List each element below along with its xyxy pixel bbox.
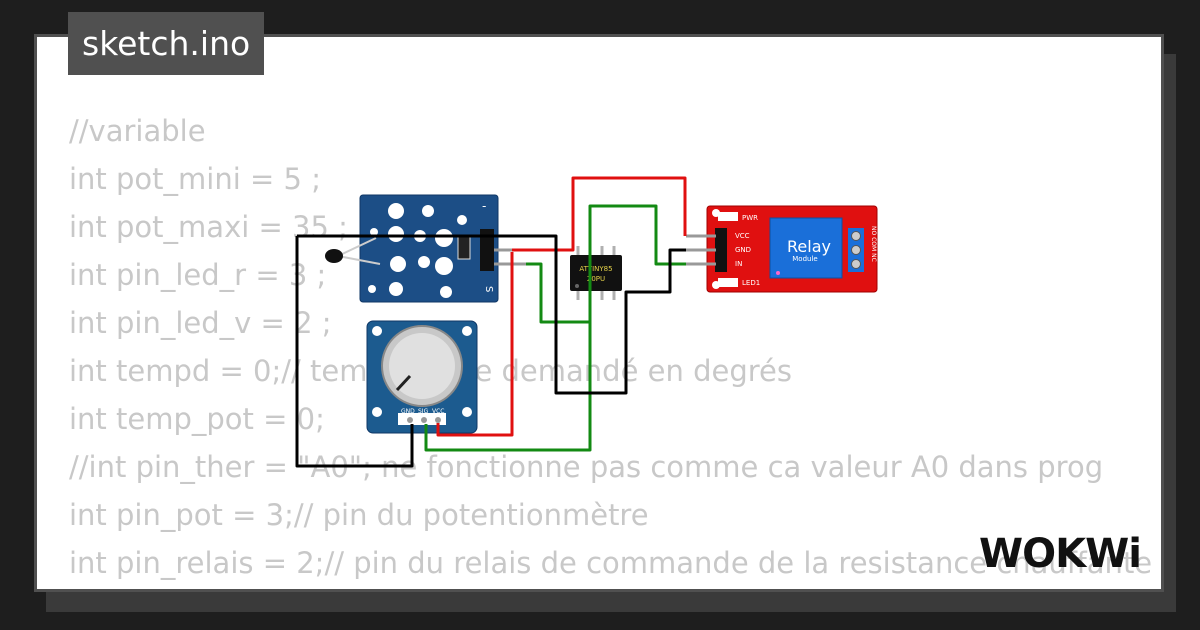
chip-label-line2: 20PU	[587, 275, 605, 283]
wire-black-gnd[interactable]	[297, 234, 686, 395]
pot-pin-gnd: GND	[401, 408, 415, 415]
file-title: sketch.ino	[68, 12, 265, 75]
code-line: int pot_maxi = 35 ;	[69, 210, 348, 244]
relay-pwr-label: PWR	[742, 214, 758, 222]
code-line: int pin_relais = 2;// pin du relais de c…	[69, 546, 1153, 580]
wire-green-pot-sig[interactable]	[424, 322, 592, 452]
pot-pin-sig: SIG	[418, 408, 429, 415]
code-block: //variable int pot_mini = 5 ; int pot_maxi…	[69, 107, 1153, 589]
relay-title: Relay	[787, 237, 831, 256]
wire-black-pot-gnd[interactable]	[295, 236, 414, 468]
code-card: //variable int pot_mini = 5 ; int pot_maxi…	[34, 34, 1164, 592]
wire-green-signal[interactable]	[526, 204, 686, 324]
wokwi-logo-text: WOKWi	[979, 531, 1141, 575]
thermistor-minus-label: -	[482, 199, 486, 213]
code-line: int pot_mini = 5 ;	[69, 162, 321, 196]
code-line: int temp_pot = 0;	[69, 402, 325, 436]
wire-red-pot-vcc[interactable]	[436, 252, 514, 437]
code-line: int pin_led_r = 3 ;	[69, 258, 327, 292]
chip-label-line1: ATTINY85	[579, 265, 612, 273]
thermistor-s-label: S	[483, 286, 494, 292]
relay-subtitle: Module	[792, 255, 817, 263]
relay-side-pins: NO COM NC	[870, 226, 877, 262]
code-line: int pin_led_v = 2 ;	[69, 306, 332, 340]
wire-red-vcc[interactable]	[512, 176, 687, 252]
relay-module[interactable]: PWR LED1 VCC GND IN Relay Module NO COM …	[706, 205, 878, 293]
relay-pin-gnd: GND	[735, 246, 751, 254]
wokwi-logo: WOKWi	[979, 531, 1142, 575]
potentiometer[interactable]: GND SIG VCC	[366, 320, 478, 434]
relay-pin-vcc: VCC	[735, 232, 750, 240]
relay-led-label: LED1	[742, 279, 760, 287]
pot-pin-vcc: VCC	[432, 408, 444, 415]
thermistor-module[interactable]: S -	[325, 194, 499, 303]
code-line: //variable	[69, 114, 206, 148]
relay-pin-in: IN	[735, 260, 742, 268]
code-line: int pin_pot = 3;// pin du potentionmètre	[69, 498, 649, 532]
attiny85-chip[interactable]: ATTINY85 20PU	[570, 246, 622, 300]
